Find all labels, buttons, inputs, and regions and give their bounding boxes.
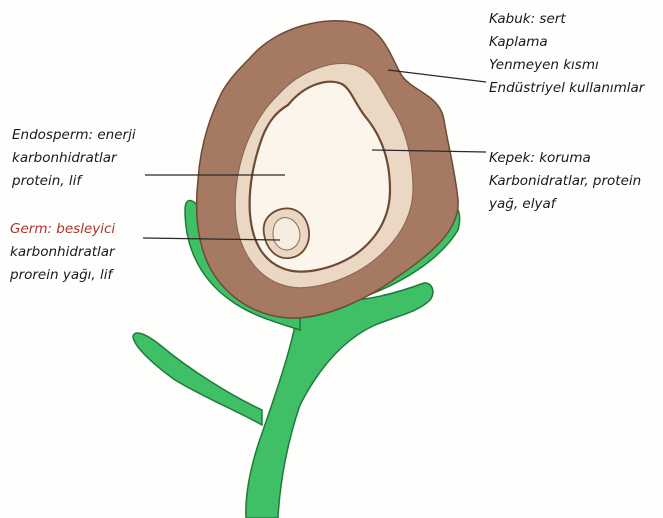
germ-label: Germ: besleyici karbonhidratlar prorein … <box>10 218 115 287</box>
kabuk-label-line-4: Endüstriyel kullanımlar <box>489 77 644 100</box>
kepek-label-line-1: Kepek: koruma <box>489 147 641 170</box>
germ-label-line-2: karbonhidratlar <box>10 241 115 264</box>
leaf-left <box>133 333 262 425</box>
kabuk-label-line-3: Yenmeyen kısmı <box>489 54 644 77</box>
germ-label-line-3: prorein yağı, lif <box>10 264 115 287</box>
kepek-label-line-3: yağ, elyaf <box>489 193 641 216</box>
endosperm-label: Endosperm: enerji karbonhidratlar protei… <box>12 124 136 193</box>
kabuk-label-line-2: Kaplama <box>489 31 644 54</box>
germ-label-line-1: Germ: besleyici <box>10 218 115 241</box>
kepek-label-line-2: Karbonidratlar, protein <box>489 170 641 193</box>
kabuk-label: Kabuk: sert Kaplama Yenmeyen kısmı Endüs… <box>489 8 644 100</box>
germ-core <box>273 218 300 250</box>
endosperm-label-line-3: protein, lif <box>12 170 136 193</box>
kepek-label: Kepek: koruma Karbonidratlar, protein ya… <box>489 147 641 216</box>
endosperm-label-line-2: karbonhidratlar <box>12 147 136 170</box>
kabuk-label-line-1: Kabuk: sert <box>489 8 644 31</box>
endosperm-label-line-1: Endosperm: enerji <box>12 124 136 147</box>
